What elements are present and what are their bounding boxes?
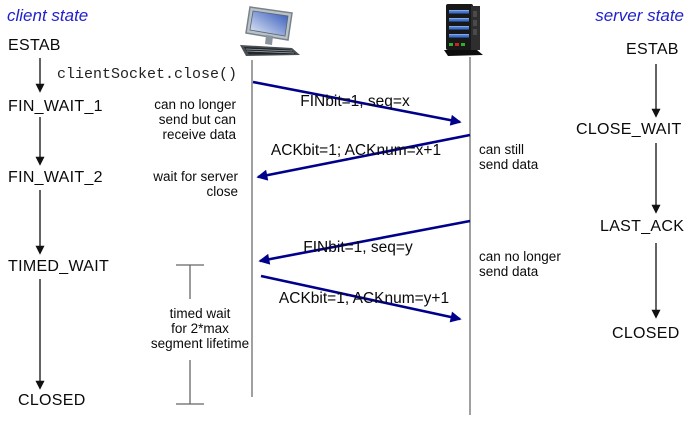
fin-x-arrow	[252, 80, 462, 126]
client-state-estab: ESTAB	[8, 37, 61, 54]
client-state-fin-wait-2: FIN_WAIT_2	[8, 169, 103, 186]
timed-wait-bracket	[176, 264, 204, 405]
server-tower-icon	[444, 4, 483, 56]
annotation-wait-for-server-close: wait for server close	[153, 169, 238, 199]
fin-y-arrow	[258, 219, 471, 265]
ack-y-arrow	[260, 274, 462, 323]
client-state-timed-wait: TIMED_WAIT	[8, 258, 110, 275]
server-state-closed: CLOSED	[612, 325, 680, 342]
ack-x-arrow	[256, 133, 471, 181]
annotation-can-no-longer-send: can no longer send but can receive data	[154, 97, 236, 142]
client-socket-close-call: clientSocket.close()	[57, 66, 238, 83]
annotation-timed-wait-2msl: timed wait for 2*max segment lifetime	[150, 306, 250, 351]
message-ack-y-label: ACKbit=1; ACKnum=y+1	[278, 290, 450, 307]
message-fin-x-label: FINbit=1, seq=x	[300, 93, 410, 110]
client-state-closed: CLOSED	[18, 392, 86, 409]
server-state-last-ack: LAST_ACK	[600, 218, 685, 235]
server-state-header: server state	[595, 6, 684, 25]
annotation-can-still-send-data: can still send data	[479, 142, 539, 172]
server-state-estab: ESTAB	[626, 41, 679, 58]
message-fin-y-label: FINbit=1, seq=y	[303, 239, 413, 256]
client-state-header: client state	[7, 6, 89, 25]
client-state-fin-wait-1: FIN_WAIT_1	[8, 98, 103, 115]
annotation-can-no-longer-send-data: can no longer send data	[479, 249, 561, 279]
server-state-close-wait: CLOSE_WAIT	[576, 121, 682, 138]
desktop-computer-icon	[240, 6, 300, 56]
message-ack-x-label: ACKbit=1; ACKnum=x+1	[270, 142, 442, 159]
